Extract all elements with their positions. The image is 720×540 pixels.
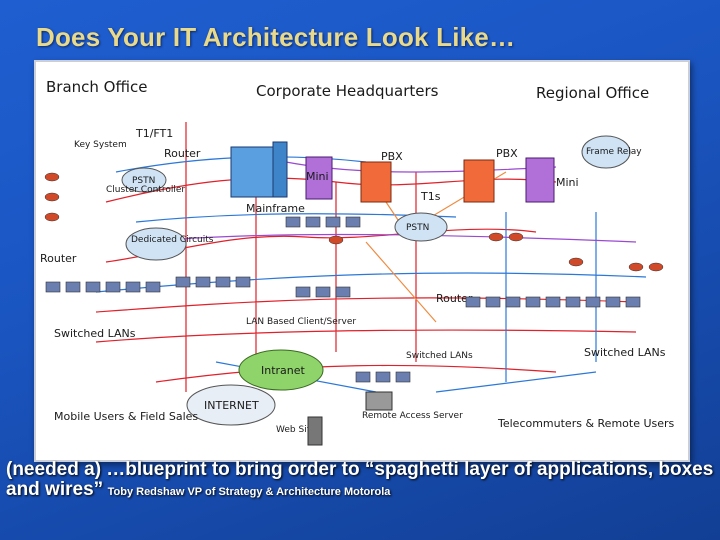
intranet-label: Intranet <box>261 364 306 377</box>
switched-lans-center-label: Switched LANs <box>406 351 473 361</box>
branch-office-label: Branch Office <box>46 78 147 96</box>
mini-right-label: Mini <box>556 176 579 189</box>
pbx-right-icon <box>463 159 495 203</box>
switched-lans-left-label: Switched LANs <box>54 327 136 340</box>
mainframe-side-icon <box>272 141 288 198</box>
regional-office-label: Regional Office <box>536 84 649 102</box>
mini-right-icon <box>525 157 555 203</box>
caption-quote: (needed a) …blueprint to bring order to … <box>6 459 714 500</box>
pbx-mid-label: PBX <box>381 150 403 163</box>
remote-access-label: Remote Access Server <box>362 411 463 421</box>
lan-based-label: LAN Based Client/Server <box>246 317 356 327</box>
mini-left-icon <box>305 156 333 200</box>
intranet-cloud <box>238 349 324 391</box>
dedicated-circuits-label: Dedicated Circuits <box>131 235 214 245</box>
t1-label: T1/FT1 <box>135 127 173 140</box>
remote-access-server-icon <box>365 391 393 411</box>
web-server-icon <box>307 416 323 446</box>
internet-cloud <box>186 384 276 426</box>
telecommuters-label: Telecommuters & Remote Users <box>497 417 675 430</box>
internet-label: INTERNET <box>204 399 259 412</box>
mini-left-label: Mini <box>306 170 329 183</box>
web-sites-label: Web Sites <box>276 425 321 435</box>
workstation-clusters <box>44 172 664 383</box>
pstn-left-cloud <box>121 167 167 193</box>
mobile-users-label: Mobile Users & Field Sales <box>54 410 198 423</box>
router-top-label: Router <box>164 147 201 160</box>
pstn-center-label: PSTN <box>406 223 429 233</box>
router-left-label: Router <box>40 252 77 265</box>
pbx-right-label: PBX <box>496 147 518 160</box>
caption: (needed a) …blueprint to bring order to … <box>6 460 718 502</box>
pbx-mid-icon <box>360 161 392 203</box>
key-system-label: Key System <box>74 140 127 150</box>
dedicated-circuits-cloud <box>125 227 187 261</box>
mainframe-label: Mainframe <box>246 202 305 215</box>
mainframe-icon <box>230 146 274 198</box>
cluster-controller-label: Cluster Controller <box>106 185 185 195</box>
caption-attribution: Toby Redshaw VP of Strategy & Architectu… <box>107 486 391 498</box>
t1s-label: T1s <box>420 190 441 203</box>
architecture-diagram: Branch Office Corporate Headquarters Reg… <box>34 60 690 462</box>
red-links <box>95 122 637 392</box>
pstn-left-label: PSTN <box>132 176 155 186</box>
router-center-label: Router <box>436 292 473 305</box>
switched-lans-right-label: Switched LANs <box>584 346 666 359</box>
pstn-center-cloud <box>394 212 448 242</box>
diagram-svg: Branch Office Corporate Headquarters Reg… <box>40 78 675 446</box>
frame-relay-cloud <box>581 135 631 169</box>
frame-relay-label: Frame Relay <box>586 147 642 157</box>
slide-title: Does Your IT Architecture Look Like… <box>36 22 516 52</box>
corporate-hq-label: Corporate Headquarters <box>256 82 439 100</box>
